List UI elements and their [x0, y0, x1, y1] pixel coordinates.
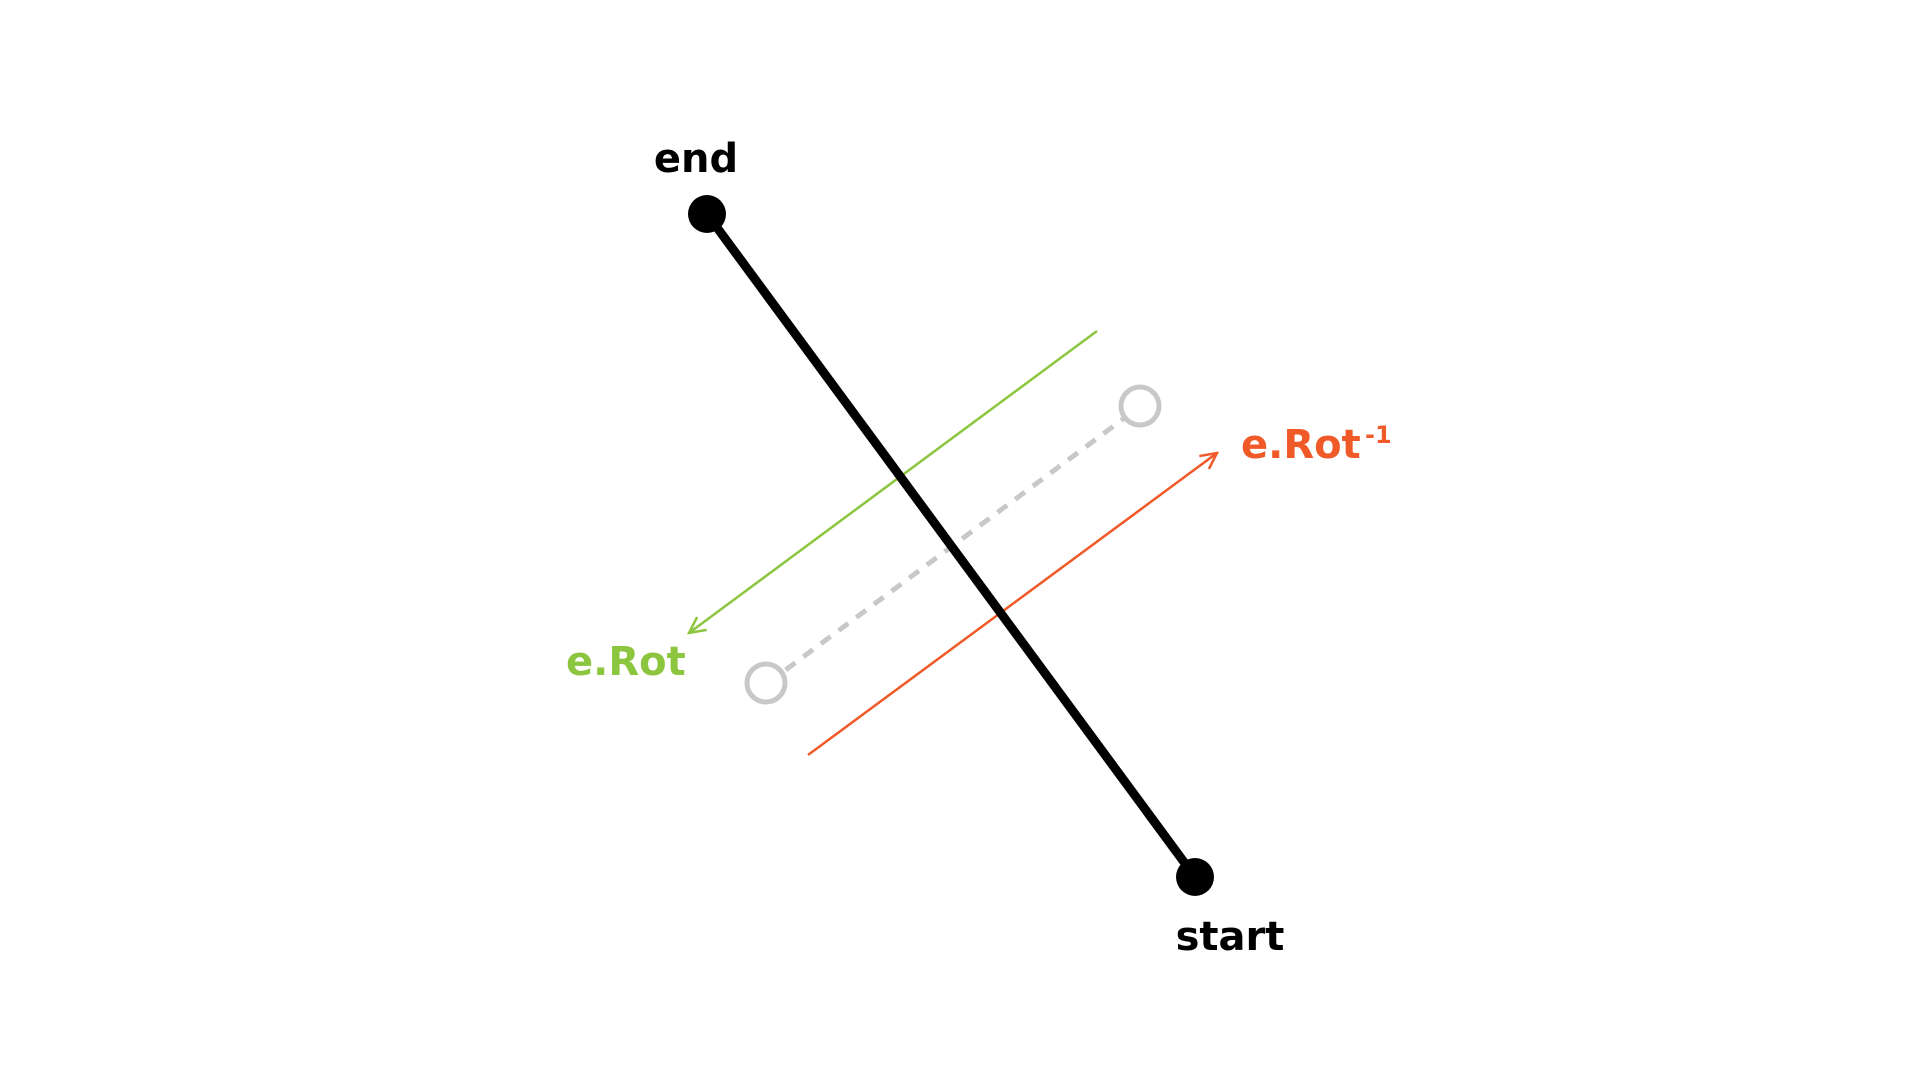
- dual-vertex-right: [1118, 384, 1162, 428]
- e-rot-inverse-label: e.Rot: [1241, 422, 1361, 468]
- e-rot-inverse-arrow: [807, 453, 1217, 757]
- e-rot-label: e.Rot: [566, 639, 686, 685]
- start-vertex: [1176, 858, 1214, 896]
- dual-vertex-left: [744, 661, 788, 705]
- start-label: start: [1176, 914, 1285, 960]
- e-rot-inverse-superscript: -1: [1365, 421, 1392, 449]
- primal-edge: [702, 209, 1200, 882]
- end-label: end: [654, 136, 738, 182]
- end-vertex: [688, 195, 726, 233]
- e-rot-arrow: [689, 329, 1098, 633]
